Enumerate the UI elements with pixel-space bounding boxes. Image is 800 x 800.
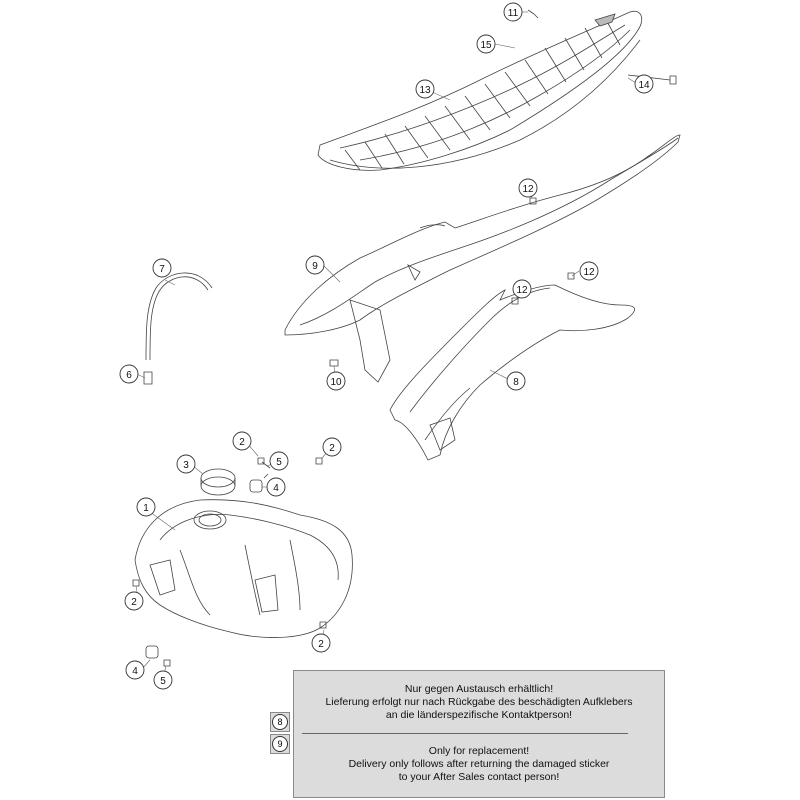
svg-text:15: 15 <box>480 40 492 51</box>
seat-part <box>317 10 643 171</box>
callout-2: 2 <box>124 591 144 611</box>
svg-text:11: 11 <box>508 8 519 19</box>
svg-text:4: 4 <box>273 483 279 494</box>
svg-text:2: 2 <box>318 639 324 650</box>
notice-de-line-1: Nur gegen Austausch erhältlich! <box>404 683 554 695</box>
notice-german: Nur gegen Austausch erhältlich! Lieferun… <box>294 683 664 722</box>
callout-2: 2 <box>322 437 342 457</box>
callout-12: 12 <box>518 178 538 198</box>
svg-text:12: 12 <box>522 184 534 195</box>
callout-5: 5 <box>269 451 289 471</box>
callout-1: 1 <box>136 497 156 517</box>
callout-2: 2 <box>232 431 252 451</box>
screws-part <box>132 9 677 667</box>
callout-15: 15 <box>476 34 496 54</box>
hose-clip-part <box>143 371 153 385</box>
svg-text:8: 8 <box>513 377 519 388</box>
svg-text:5: 5 <box>160 676 166 687</box>
side-cover-left-part <box>284 134 681 383</box>
vent-hose-part <box>145 272 213 361</box>
callout-4: 4 <box>125 660 145 680</box>
leader-lines <box>135 11 637 681</box>
callout-9: 9 <box>305 255 325 275</box>
callout-6: 6 <box>119 364 139 384</box>
svg-text:14: 14 <box>638 80 650 91</box>
callout-13: 13 <box>415 79 435 99</box>
svg-text:2: 2 <box>239 437 245 448</box>
callout-2: 2 <box>311 633 331 653</box>
svg-text:3: 3 <box>183 460 189 471</box>
notice-divider <box>302 733 628 734</box>
notice-en-line-3: to your After Sales contact person! <box>398 771 560 783</box>
notice-de-line-3: an die länderspezifische Kontaktperson! <box>385 709 573 721</box>
svg-text:1: 1 <box>143 503 149 514</box>
svg-text:13: 13 <box>419 85 431 96</box>
callout-7: 7 <box>152 258 172 278</box>
tank-cap-part <box>200 468 236 496</box>
svg-text:2: 2 <box>131 597 137 608</box>
svg-text:2: 2 <box>329 443 335 454</box>
callout-3: 3 <box>176 454 196 474</box>
notice-en-line-2: Delivery only follows after returning th… <box>348 758 610 770</box>
svg-text:10: 10 <box>330 377 342 388</box>
callout-5: 5 <box>153 670 173 690</box>
callout-8: 8 <box>506 371 526 391</box>
svg-text:5: 5 <box>276 457 282 468</box>
svg-text:6: 6 <box>126 370 132 381</box>
notice-ref-8: 8 <box>270 712 290 732</box>
callout-10: 10 <box>326 371 346 391</box>
sticker-replacement-notice: Nur gegen Austausch erhältlich! Lieferun… <box>293 670 665 798</box>
notice-ref-9-number: 9 <box>272 736 288 752</box>
svg-text:7: 7 <box>159 264 165 275</box>
callout-4: 4 <box>266 477 286 497</box>
fuel-tank-part <box>134 499 353 638</box>
notice-ref-9: 9 <box>270 734 290 754</box>
callout-11: 11 <box>503 2 523 22</box>
notice-de-line-2: Lieferung erfolgt nur nach Rückgabe des … <box>325 696 633 708</box>
svg-text:12: 12 <box>516 285 528 296</box>
notice-part-references: 8 9 <box>270 712 294 756</box>
notice-ref-8-number: 8 <box>272 714 288 730</box>
notice-english: Only for replacement! Delivery only foll… <box>294 745 664 784</box>
callout-14: 14 <box>634 74 654 94</box>
svg-text:9: 9 <box>312 261 318 272</box>
notice-en-line-1: Only for replacement! <box>428 745 530 757</box>
callout-12: 12 <box>579 261 599 281</box>
callout-12: 12 <box>512 279 532 299</box>
rubber-bushing-part <box>145 479 263 659</box>
svg-text:12: 12 <box>583 267 595 278</box>
svg-text:4: 4 <box>132 666 138 677</box>
